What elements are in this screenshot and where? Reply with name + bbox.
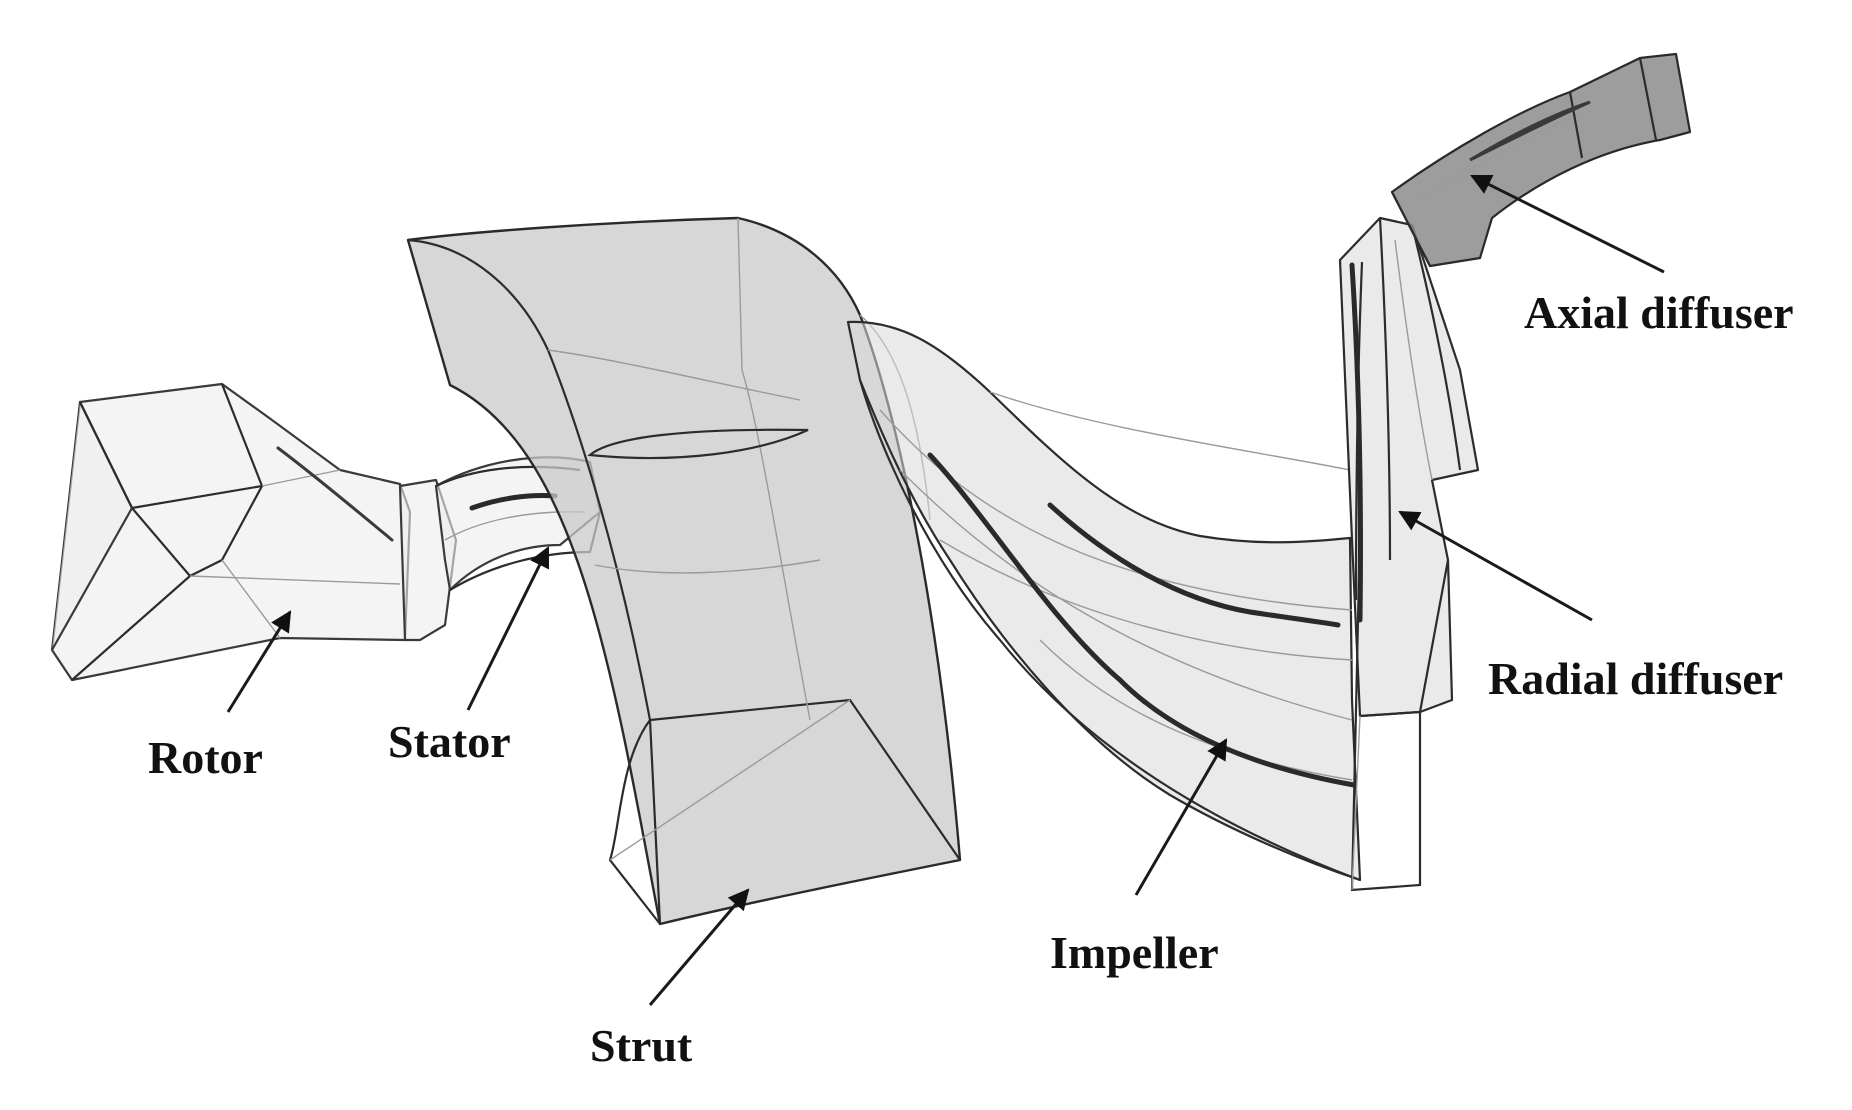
strut-arrow: [648, 888, 750, 1006]
stator-label: Stator: [388, 716, 511, 767]
radial-diffuser-passage: [1338, 216, 1480, 892]
impeller-passage: [846, 320, 1362, 882]
axial-diffuser-arrow: [1470, 174, 1665, 274]
stator-arrow: [466, 546, 550, 711]
rotor-arrow: [226, 610, 292, 713]
radial-diffuser-arrow: [1398, 510, 1593, 622]
axial-diffuser-label: Axial diffuser: [1524, 287, 1794, 338]
impeller-arrow: [1134, 738, 1228, 896]
radial-diffuser-label: Radial diffuser: [1488, 653, 1783, 704]
rotor-passage: [50, 382, 412, 682]
rotor-label: Rotor: [148, 732, 263, 783]
impeller-label: Impeller: [1050, 927, 1219, 978]
strut-label: Strut: [590, 1020, 693, 1071]
axial-diffuser-passage: [1390, 52, 1692, 268]
component-labels: Rotor Stator Strut Impeller Radial diffu…: [148, 287, 1794, 1071]
strut-passage: [406, 216, 962, 926]
leader-arrows: [226, 174, 1665, 1006]
